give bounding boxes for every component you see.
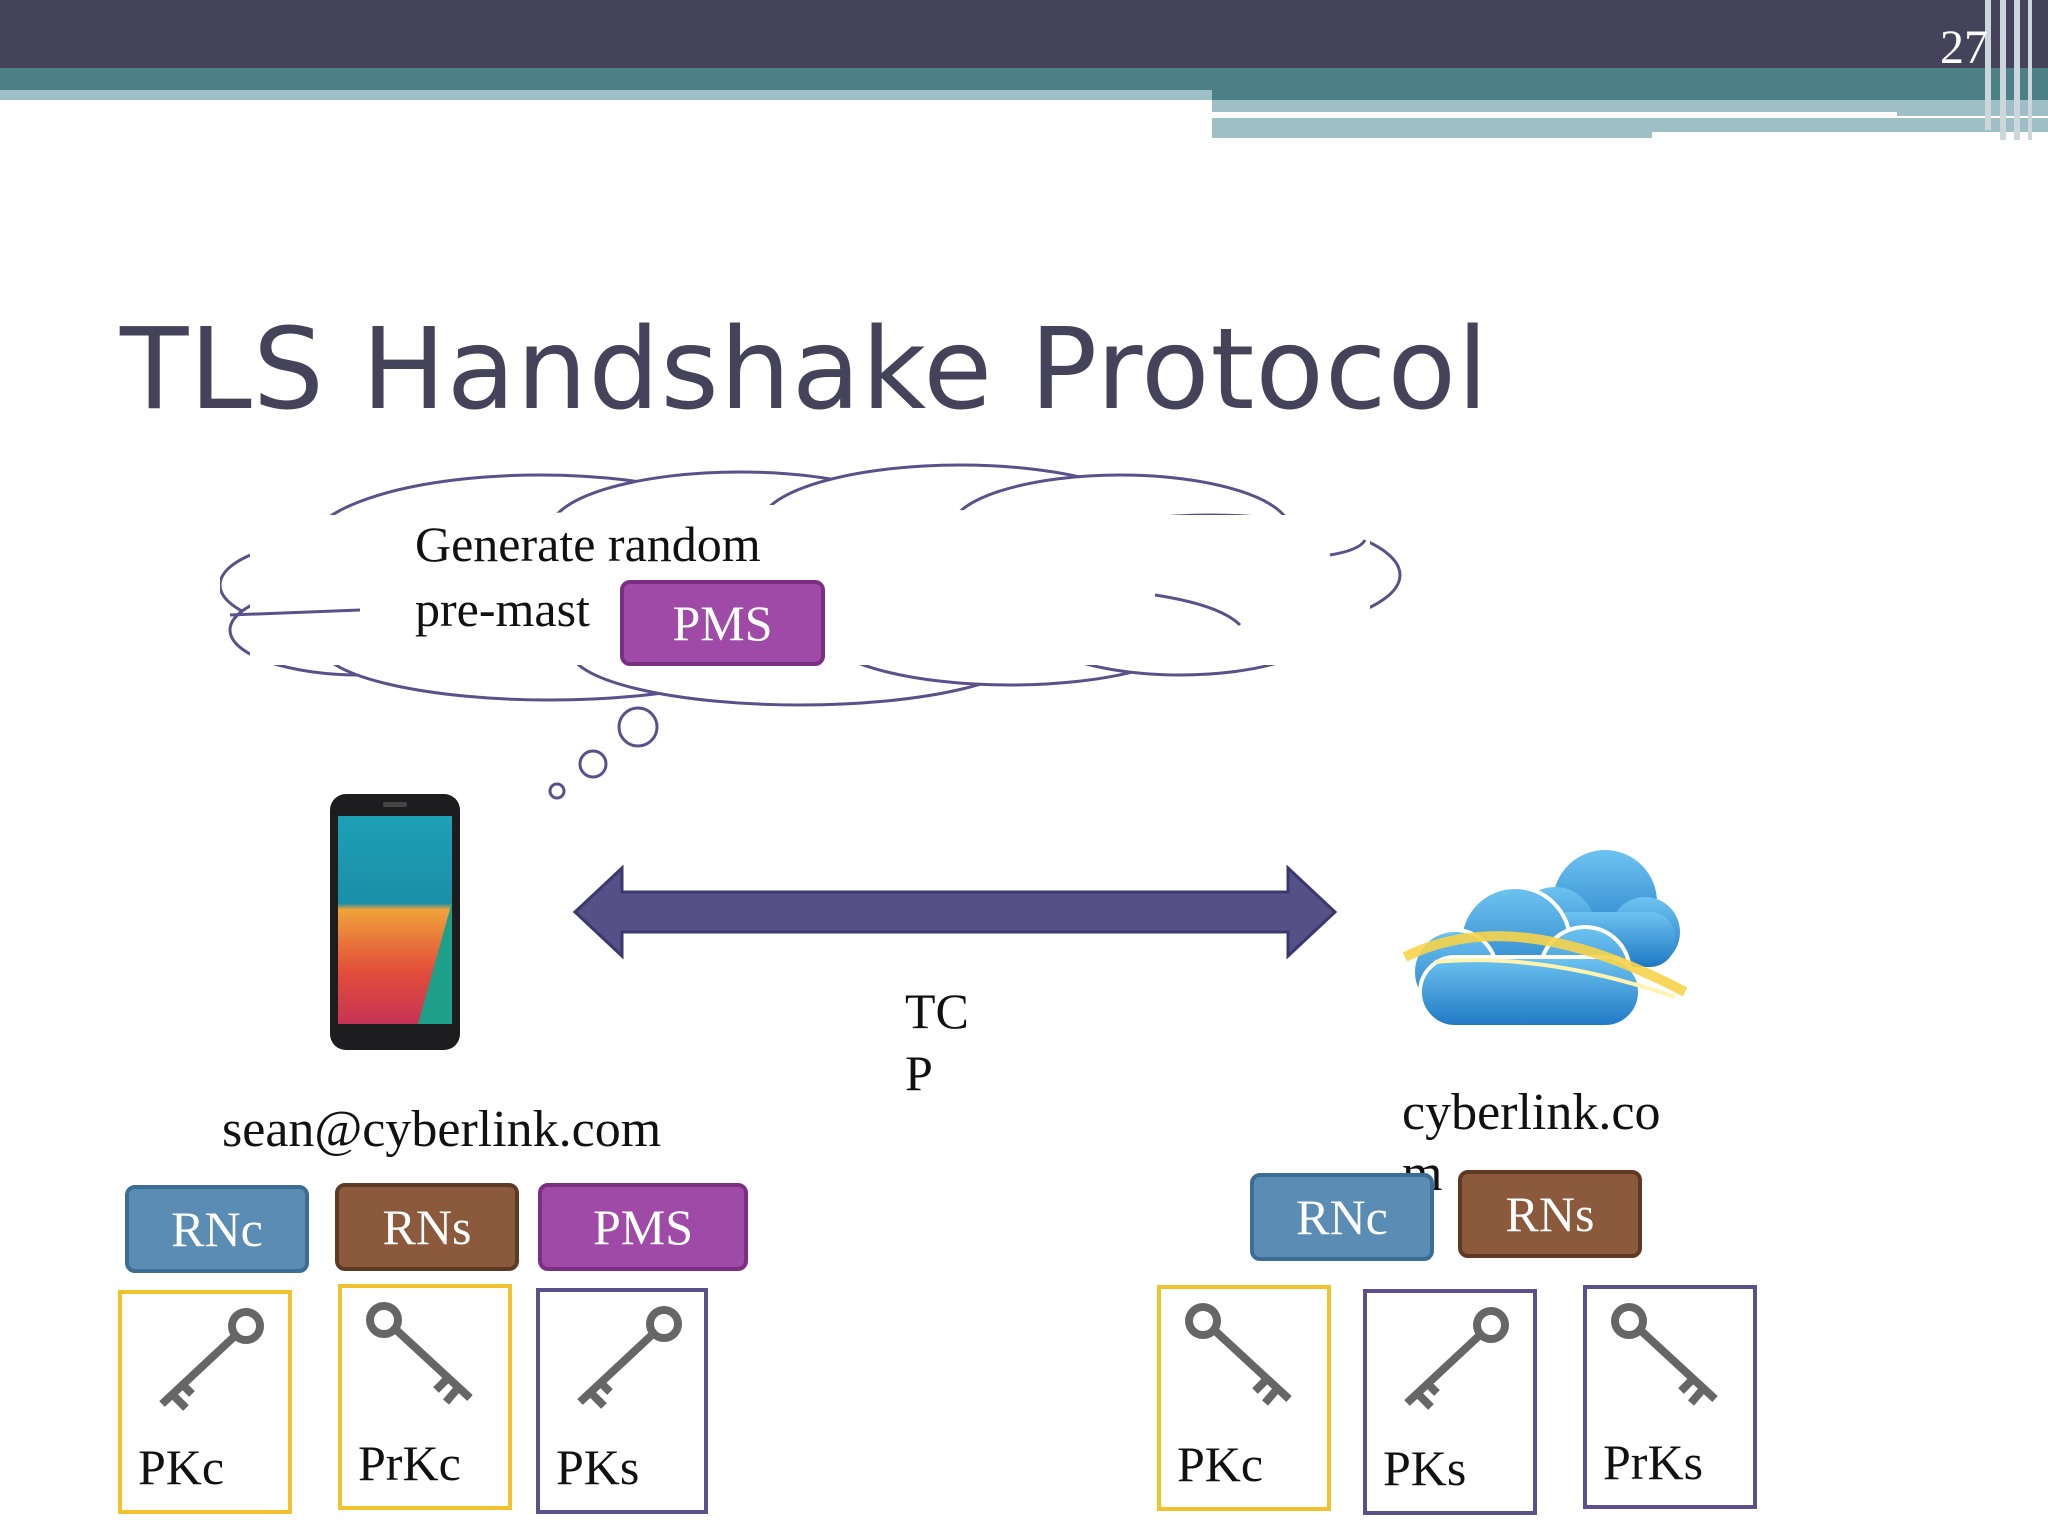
smartphone-icon <box>330 794 460 1050</box>
server-key-pkc: PKc <box>1157 1285 1331 1511</box>
server-key-pks: PKs <box>1363 1289 1537 1515</box>
tcp-label-line-1: TC <box>905 983 969 1039</box>
tcp-label-line-2: P <box>905 1045 933 1101</box>
key-icon <box>1404 1307 1509 1410</box>
server-rns-tag: RNs <box>1458 1170 1642 1258</box>
tcp-connection-arrow <box>572 864 1338 960</box>
header-banner <box>0 0 2048 140</box>
server-key-prks-label: PrKs <box>1603 1434 1704 1490</box>
server-rnc-tag: RNc <box>1250 1173 1434 1261</box>
client-rnc-tag: RNc <box>125 1185 309 1273</box>
server-name-line-1: cyberlink.co <box>1402 1084 1661 1141</box>
key-icon <box>1185 1303 1292 1406</box>
client-key-prkc: PrKc <box>338 1284 512 1510</box>
cloud-icon <box>1402 850 1688 1029</box>
slide-number: 27 <box>1940 21 1988 74</box>
client-rns-tag: RNs <box>335 1183 519 1271</box>
client-key-pkc: PKc <box>118 1290 292 1514</box>
client-key-pkc-label: PKc <box>138 1439 225 1495</box>
server-key-pkc-label: PKc <box>1177 1436 1264 1492</box>
client-key-prkc-label: PrKc <box>358 1435 461 1491</box>
slide-title: TLS Handshake Protocol <box>120 305 1490 435</box>
server-key-pks-label: PKs <box>1383 1440 1467 1496</box>
client-key-pks-label: PKs <box>556 1439 640 1495</box>
thought-pms-tag: PMS <box>620 580 825 666</box>
thought-line-2: pre-mast <box>415 581 590 637</box>
server-key-prks: PrKs <box>1583 1285 1757 1509</box>
key-icon <box>577 1306 682 1409</box>
client-pms-tag: PMS <box>538 1183 748 1271</box>
key-icon <box>159 1308 264 1411</box>
key-icon <box>366 1302 473 1405</box>
key-icon <box>1611 1303 1718 1406</box>
client-name: sean@cyberlink.com <box>222 1101 662 1158</box>
thought-line-1: Generate random <box>415 516 761 572</box>
client-key-pks: PKs <box>536 1288 708 1514</box>
